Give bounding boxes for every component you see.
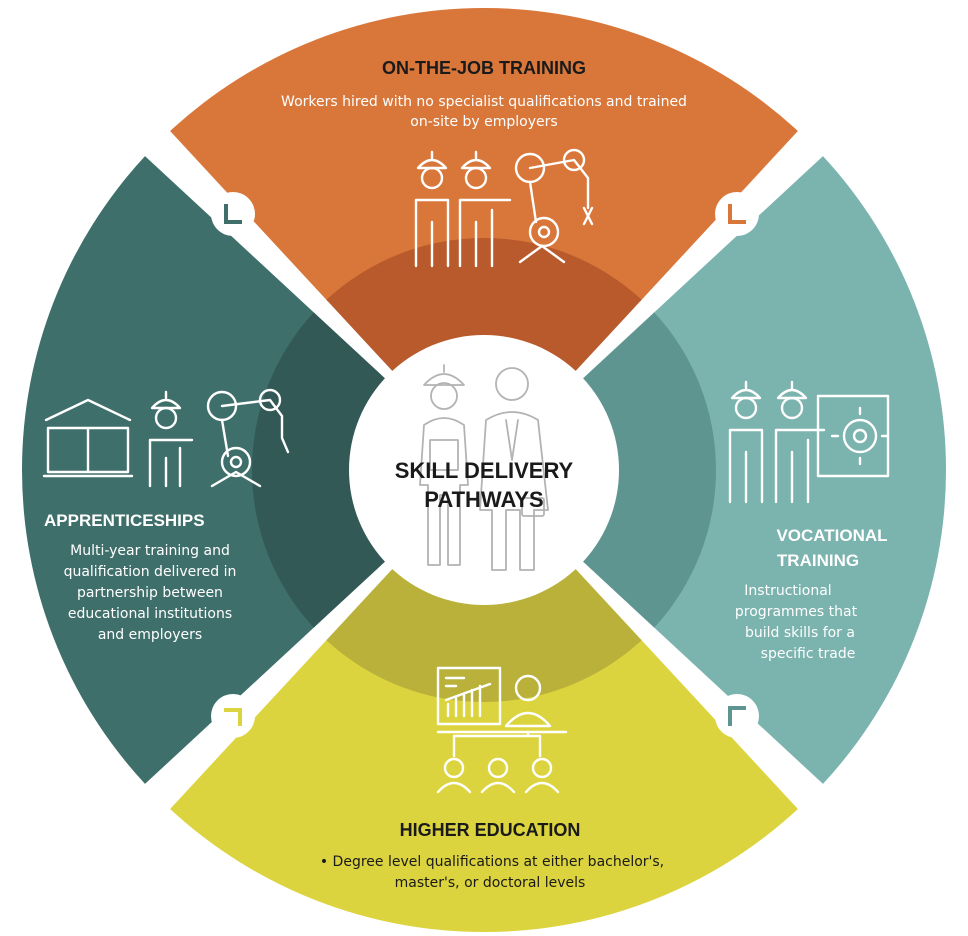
segment-on-the-job-training (170, 7, 798, 302)
bottom-desc-line-2: master's, or doctoral levels (395, 875, 586, 891)
bottom-title: HIGHER EDUCATION (400, 820, 581, 840)
book-worker-robot-arm-icon (42, 388, 290, 488)
inner-ring-left (251, 312, 386, 628)
center-circle (349, 335, 619, 605)
left-desc-line-5: and employers (98, 627, 202, 643)
right-desc-line-2: programmes that (735, 604, 858, 620)
inner-ring (251, 237, 716, 702)
center-title-line-1: SKILL DELIVERY (395, 458, 574, 483)
left-desc-line-4: educational institutions (68, 606, 232, 622)
left-desc-line-3: partnership between (77, 585, 223, 601)
left-desc-line-2: qualification delivered in (64, 564, 237, 580)
workers-robot-arm-icon (414, 148, 594, 268)
center-people-icon (419, 364, 549, 571)
right-title-line-1: VOCATIONAL (776, 526, 887, 545)
left-desc-line-1: Multi-year training and (70, 543, 230, 559)
inner-ring-bottom (326, 568, 642, 702)
right-desc-line-3: build skills for a (745, 625, 855, 641)
corner-badge-bottom-right (715, 694, 759, 738)
center-title-line-2: PATHWAYS (424, 487, 543, 512)
top-title: ON-THE-JOB TRAINING (382, 58, 586, 78)
top-desc-line-1: Workers hired with no specialist qualifi… (281, 94, 687, 110)
segment-vocational-training (652, 156, 947, 784)
right-desc-line-4: specific trade (761, 646, 856, 662)
bottom-desc-line-1: • Degree level qualifications at either … (320, 854, 664, 870)
corner-badge-top-left (211, 192, 255, 236)
outer-ring (21, 7, 947, 933)
top-desc-line-2: on-site by employers (410, 114, 557, 130)
inner-ring-top (326, 237, 642, 372)
left-title: APPRENTICESHIPS (44, 511, 205, 530)
corner-badge-top-right (715, 192, 759, 236)
workers-presentation-gear-icon (728, 380, 890, 504)
lecture-classroom-icon (436, 666, 568, 794)
segment-apprenticeships (21, 156, 316, 784)
segment-higher-education (170, 638, 798, 933)
right-desc-line-1: Instructional (744, 583, 831, 599)
inner-ring-right (582, 312, 716, 628)
corner-badge-bottom-left (211, 694, 255, 738)
right-title-line-2: TRAINING (777, 551, 859, 570)
